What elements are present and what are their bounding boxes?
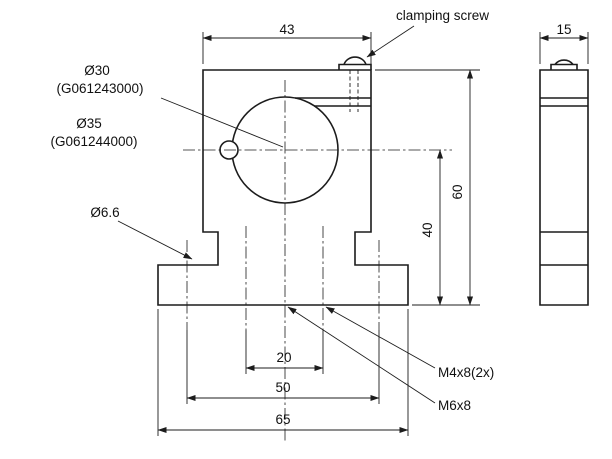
- callout-base-hole: Ø6.6: [90, 205, 119, 220]
- leader-m6: [287, 306, 436, 404]
- front-view: [157, 56, 409, 306]
- clamping-screw-dome: [343, 56, 367, 65]
- callout-m6: M6x8: [438, 398, 471, 413]
- labels: 43 15 clamping screw Ø30 (G061243000) Ø3…: [50, 8, 571, 427]
- clamping-screw-washer: [338, 63, 372, 70]
- front-body-outline: [157, 69, 409, 306]
- centerlines: [183, 80, 452, 442]
- dim-label-50: 50: [275, 380, 290, 395]
- leader-base-hole: [117, 220, 193, 260]
- callout-bore-large-code: (G061244000): [50, 134, 137, 149]
- dim-label-15: 15: [556, 22, 571, 37]
- callout-clamping-screw: clamping screw: [396, 8, 489, 23]
- leader-clamping-screw: [366, 25, 415, 58]
- leader-m4: [325, 306, 436, 369]
- callout-bore-large: Ø35: [76, 116, 102, 131]
- dim-label-40: 40: [420, 222, 435, 237]
- side-body-outline: [539, 69, 589, 306]
- dim-label-43: 43: [279, 22, 294, 37]
- leader-lines: [117, 25, 436, 404]
- dim-label-20: 20: [276, 350, 291, 365]
- side-view: [539, 59, 589, 306]
- side-screw-dome: [554, 59, 574, 66]
- dim-label-60: 60: [450, 184, 465, 199]
- leader-bore: [160, 97, 284, 148]
- callout-bore-small-code: (G061243000): [56, 81, 143, 96]
- dim-label-65: 65: [275, 412, 290, 427]
- side-screw-washer: [550, 63, 578, 70]
- dimension-lines: [157, 32, 589, 436]
- callout-m4: M4x8(2x): [438, 365, 494, 380]
- callout-bore-small: Ø30: [84, 63, 110, 78]
